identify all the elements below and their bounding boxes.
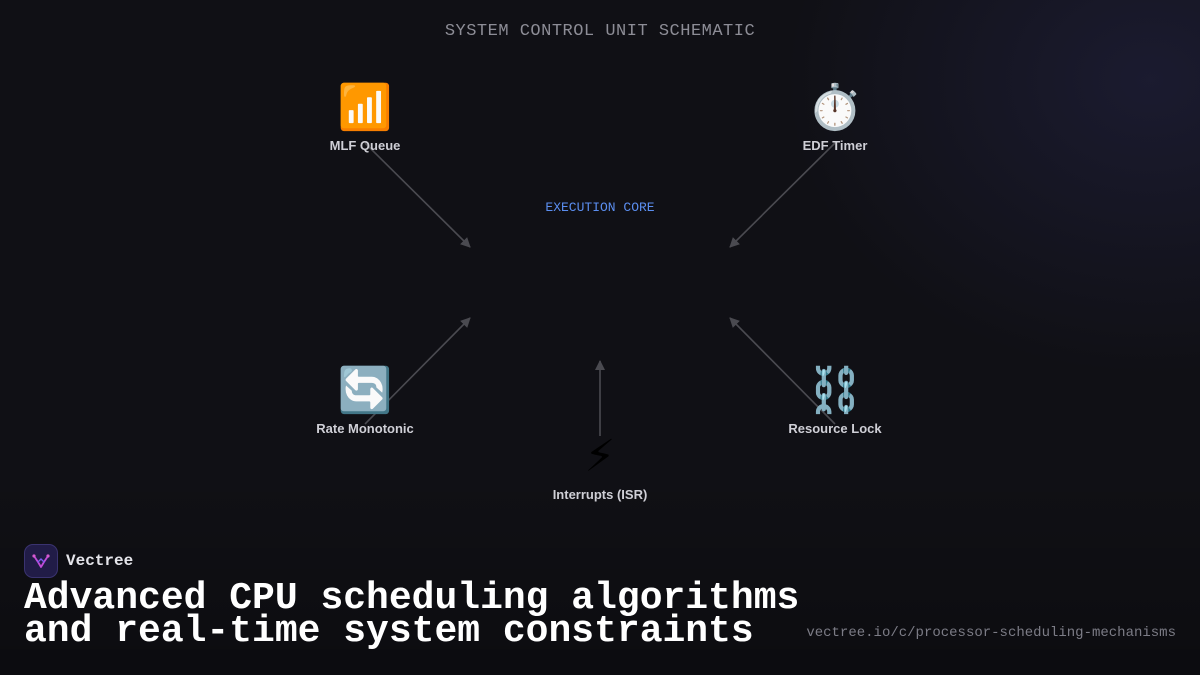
edge-mlf-to-core: [364, 142, 471, 248]
headline-line-2: and real-time system constraints: [24, 610, 754, 653]
node-label-resource-lock: Resource Lock: [788, 421, 882, 436]
page-url: vectree.io/c/processor-scheduling-mechan…: [806, 625, 1176, 641]
node-label-edf-timer: EDF Timer: [802, 138, 868, 153]
headline-line-1: Advanced CPU scheduling algorithms: [24, 577, 800, 620]
node-mlf-queue: 📶 MLF Queue: [265, 80, 465, 153]
node-label-rate-monotonic: Rate Monotonic: [316, 421, 414, 436]
schematic-title: SYSTEM CONTROL UNIT SCHEMATIC: [444, 22, 756, 41]
node-resource-lock: ⛓️ Resource Lock: [735, 363, 935, 436]
edge-resource-lock-to-core: [729, 317, 836, 425]
execution-core-label: EXECUTION CORE: [545, 200, 655, 215]
stopwatch-icon: ⏱️: [807, 82, 863, 133]
brand-name: Vectree: [66, 552, 134, 570]
edge-rate-monotonic-to-core: [364, 317, 471, 425]
brand: Vectree: [24, 544, 133, 578]
chain-icon: ⛓️: [807, 365, 863, 416]
node-edf-timer: ⏱️ EDF Timer: [735, 80, 935, 153]
cycle-arrows-icon: 🔄: [337, 365, 393, 416]
node-label-mlf-queue: MLF Queue: [329, 138, 401, 153]
node-label-interrupts: Interrupts (ISR): [552, 487, 648, 502]
signal-bars-icon: 📶: [337, 82, 393, 133]
node-interrupts: ⚡ Interrupts (ISR): [500, 429, 700, 502]
vectree-logo-icon: [24, 544, 58, 578]
headline: Advanced CPU scheduling algorithms and r…: [24, 577, 800, 653]
node-rate-monotonic: 🔄 Rate Monotonic: [265, 363, 465, 436]
edge-edf-to-core: [729, 142, 836, 248]
lightning-icon: ⚡: [584, 431, 616, 482]
